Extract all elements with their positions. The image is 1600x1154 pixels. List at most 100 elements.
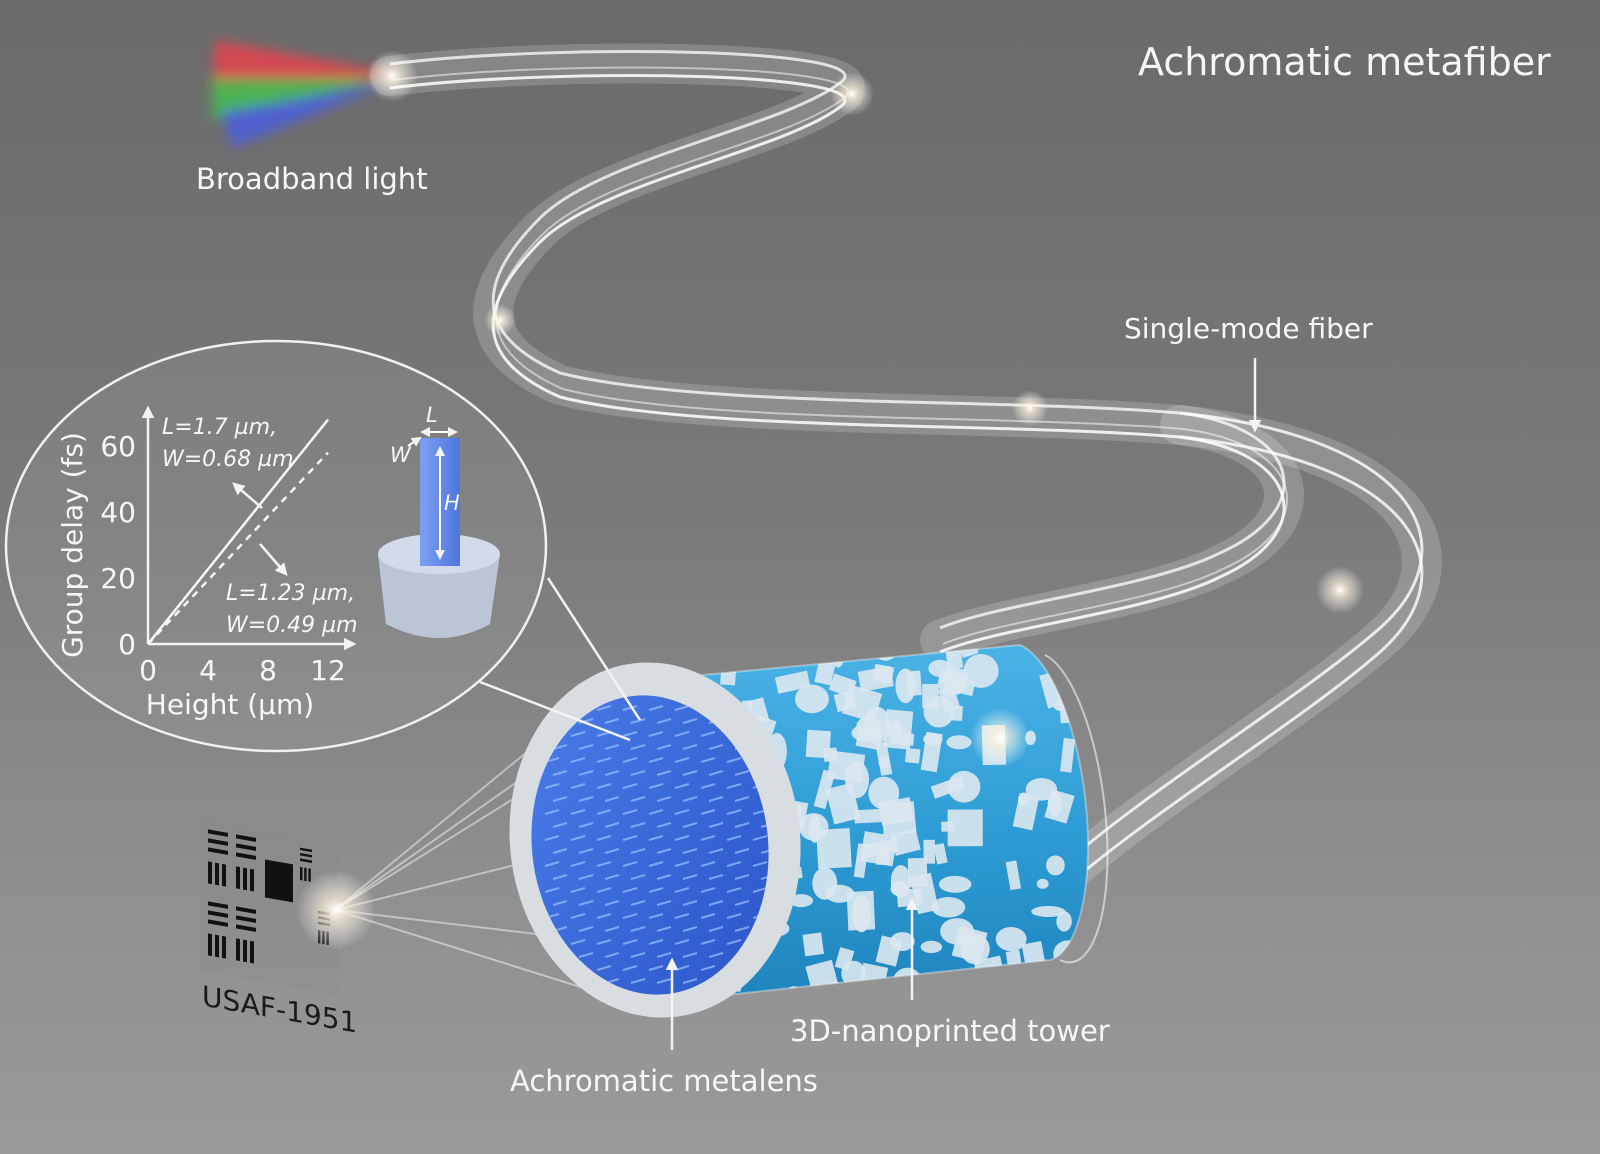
tower-motif (883, 709, 914, 750)
lens-nanofin (570, 809, 586, 815)
lens-nanofin (648, 913, 664, 919)
tower-motif (933, 843, 948, 865)
usaf-bar (236, 866, 240, 890)
lens-nanofin (726, 809, 742, 815)
tower-motif (857, 666, 894, 692)
lens-nanofin (682, 926, 698, 932)
tower-motif (1049, 962, 1066, 979)
usaf-bar (236, 906, 256, 914)
usaf-bar (236, 938, 240, 962)
tower-motif (833, 690, 857, 713)
lens-nanofin (682, 900, 698, 906)
tower-motif (931, 897, 966, 918)
tower-motif (835, 983, 871, 1000)
lens-nanofin (708, 796, 724, 802)
lens-nanofin (656, 848, 672, 854)
lens-nanofin (700, 887, 716, 893)
pillar-length-label: L (426, 403, 438, 427)
lens-nanofin (700, 913, 716, 919)
usaf-bar (208, 919, 228, 927)
y-tick-label: 60 (100, 430, 136, 463)
nanoprinted-tower-label: 3D-nanoprinted tower (790, 1014, 1110, 1048)
tower-motif (1047, 791, 1063, 816)
lens-nanofin (604, 718, 620, 724)
lens-nanofin (682, 770, 698, 776)
tower-motif (868, 776, 900, 810)
zoom-line-bottom (479, 680, 631, 742)
lens-nanofin (578, 926, 594, 932)
lens-nanofin (596, 835, 612, 841)
lens-nanofin (674, 861, 690, 867)
fiber-glint (1316, 566, 1364, 614)
y-tick-label: 40 (100, 496, 136, 529)
tower-motif (923, 696, 955, 728)
usaf-bar (208, 861, 212, 885)
lens-nanofin (656, 718, 672, 724)
lens-nanofin (604, 770, 620, 776)
lens-nanofin (622, 783, 638, 789)
lens-nanofin (656, 952, 672, 958)
lens-nanofin (570, 757, 586, 763)
lens-nanofin (570, 861, 586, 867)
lens-nanofin (648, 939, 664, 945)
tower-motif (720, 665, 737, 686)
annot-upper-arrow (232, 482, 263, 509)
lens-nanofin (752, 835, 768, 841)
usaf-bar (236, 924, 256, 932)
usaf-bar (236, 852, 256, 860)
lens-nanofin (734, 848, 750, 854)
lens-nanofin (544, 809, 560, 815)
tower-motif (947, 809, 983, 847)
lens-nanofin (596, 913, 612, 919)
tower-motif (1036, 878, 1049, 889)
lens-nanofin (648, 809, 664, 815)
lens-nanofin (604, 822, 620, 828)
tower-motif (1046, 855, 1065, 876)
lens-nanofin (578, 822, 594, 828)
lens-nanofin (570, 731, 586, 737)
tower-motif (920, 940, 943, 954)
tower-motif (875, 741, 893, 776)
usaf-bar (300, 847, 312, 853)
lens-nanofin (604, 900, 620, 906)
lens-nanofin (596, 939, 612, 945)
usaf-bar (208, 829, 228, 837)
lens-nanofin (656, 796, 672, 802)
achromatic-metalens (531, 695, 776, 995)
tower-motif (999, 980, 1034, 1000)
lens-nanofin (596, 809, 612, 815)
lens-nanofin (544, 965, 560, 971)
tower-motif (853, 999, 881, 1000)
tower-motif (851, 724, 882, 742)
tower-motif (852, 894, 871, 933)
lens-nanofin (674, 887, 690, 893)
lens-nanofin (630, 796, 646, 802)
lens-nanofin (734, 900, 750, 906)
lens-nanofin (708, 848, 724, 854)
lens-nanofin (596, 861, 612, 867)
pillar-width-arrow (407, 436, 422, 447)
x-tick-label: 0 (139, 654, 157, 687)
tower-motif (813, 769, 836, 810)
lens-nanofin (622, 887, 638, 893)
tower-motif (802, 932, 824, 957)
lens-nanofin (708, 744, 724, 750)
pillar-height-label: H (444, 491, 460, 515)
lens-nanofin (674, 705, 690, 711)
usaf-bar (215, 862, 219, 886)
lens-nanofin (648, 731, 664, 737)
tower-motif (823, 747, 838, 762)
lens-nanofin (544, 887, 560, 893)
tower-motif (973, 955, 1003, 972)
lens-nanofin (752, 887, 768, 893)
lens-nanofin (570, 913, 586, 919)
lens-nanofin (596, 783, 612, 789)
tower-motif (1056, 911, 1072, 932)
lens-nanofin (578, 770, 594, 776)
tower-motif (841, 960, 866, 987)
lens-nanofin (656, 978, 672, 984)
lens-nanofin (630, 770, 646, 776)
lens-nanofin (604, 952, 620, 958)
